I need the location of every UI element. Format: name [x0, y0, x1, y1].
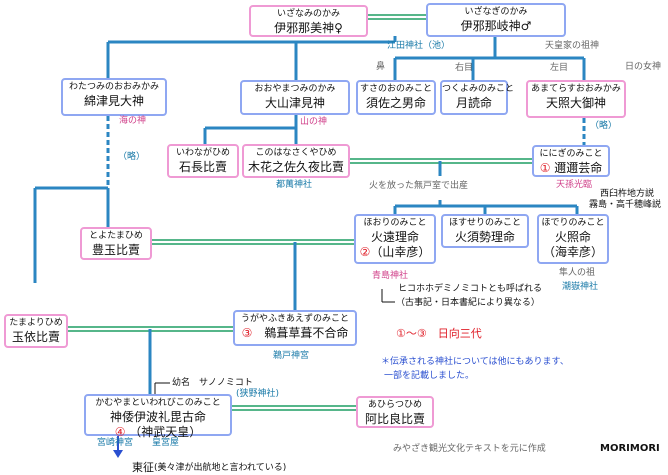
label-tousei-note: (美々津が出航地と言われている)	[154, 463, 287, 473]
label-left-eye: 左目	[550, 63, 569, 73]
label-mountain-god: 山の神	[300, 117, 328, 127]
node-ugaya: うがやふきあえずのみこと ③ 鵜葺草葺不合命	[233, 310, 357, 346]
generation-number: ④	[114, 425, 126, 439]
label-note-1: ＊伝承される神社については他にもあります、	[381, 357, 569, 367]
label-sea-god: 海の神	[119, 116, 147, 126]
node-susanoo: すさのおのみこと 須佐之男命	[356, 80, 436, 115]
label-eda-shrine: 江田神社（池）	[387, 41, 451, 51]
label-hayato: 隼人の祖	[559, 268, 596, 278]
label-ryaku-1: （略）	[118, 152, 146, 162]
label-credit: みやざき観光文化テキストを元に作成	[393, 444, 546, 454]
generation-number: ③	[241, 326, 253, 340]
label-miyazaki-jingu: 宮崎神宮	[97, 438, 134, 448]
label-aoshima: 青島神社	[372, 271, 409, 281]
label-sun-goddess: 日の女神	[625, 62, 662, 72]
node-watatsumi: わたつみのおおみかみ 綿津見大神	[61, 78, 167, 116]
node-hoori: ほおりのみこと 火遠理命 ②（山幸彦）	[354, 214, 436, 264]
ninigi-name: 邇邇芸命	[554, 161, 603, 175]
label-tousei: 東征	[132, 461, 154, 474]
node-konohana: このはなさくやひめ 木花之佐久夜比賣	[242, 144, 350, 178]
ugaya-name: 鵜葺草葺不合命	[264, 326, 349, 340]
label-note-2: 一部を記載しました。	[384, 371, 475, 381]
label-hoho-1: ヒコホホデミノミコトとも呼ばれる	[398, 284, 543, 294]
label-ryaku-2: （略）	[590, 121, 618, 131]
node-tsukuyomi: つくよみのみこと 月読命	[440, 80, 514, 115]
node-amaterasu: あまてらすおおみかみ 天照大御神	[526, 80, 626, 118]
label-kirishima: 霧島・高千穂峰説	[589, 200, 662, 210]
node-hoderi: ほでりのみこと 火照命 （海幸彦）	[537, 214, 609, 264]
label-nishiusuki: 西臼杵地方説	[600, 189, 655, 199]
hoori-alias: （山幸彦）	[370, 245, 431, 259]
node-izanami: いざなみのかみ 伊邪那美神♀	[249, 5, 368, 37]
label-fire-birth: 火を放った無戸室で出産	[369, 181, 469, 191]
label-kushiu: 潮嶽神社	[562, 282, 599, 292]
label-udo: 鵜戸神宮	[273, 351, 310, 361]
label-tenson: 天孫光臨	[556, 180, 593, 190]
label-youmei: 幼名 サノノミコト	[172, 378, 253, 388]
label-kogu: 皇宮屋	[152, 438, 180, 448]
label-right-eye: 右目	[455, 63, 474, 73]
label-ancestor-royal: 天皇家の祖神	[545, 41, 600, 51]
node-toyotama: とよたまひめ 豊玉比賣	[80, 227, 152, 260]
label-sano: (狭野神社)	[236, 389, 280, 399]
generation-number: ①	[539, 161, 551, 175]
label-nose: 鼻	[376, 62, 386, 72]
label-hoho-2: （古事記・日本書紀により異なる）	[396, 298, 540, 308]
node-oyamatsumi: おおやまつみのかみ 大山津見神	[240, 80, 350, 115]
label-tsuma-shrine: 都萬神社	[276, 180, 313, 190]
node-izanagi: いざなぎのかみ 伊邪那岐神♂	[426, 3, 566, 37]
logo: MORIMORI	[600, 443, 660, 454]
generation-number: ②	[359, 245, 371, 259]
jimmu-title: （神武天皇）	[129, 425, 202, 439]
node-hosuseri: ほすせりのみこと 火須勢理命	[441, 214, 529, 248]
label-himuka: ①〜③ 日向三代	[396, 327, 482, 340]
node-iwanaga: いわながひめ 石長比賣	[167, 144, 239, 178]
node-tamayori: たまよりひめ 玉依比賣	[4, 314, 68, 348]
node-jimmu: かむやまといわれびこのみこと 神倭伊波礼毘古命 ④ （神武天皇）	[84, 394, 232, 439]
node-ninigi: ににぎのみこと ① 邇邇芸命	[532, 145, 610, 177]
node-ahira: あひらつひめ 阿比良比賣	[356, 396, 434, 428]
